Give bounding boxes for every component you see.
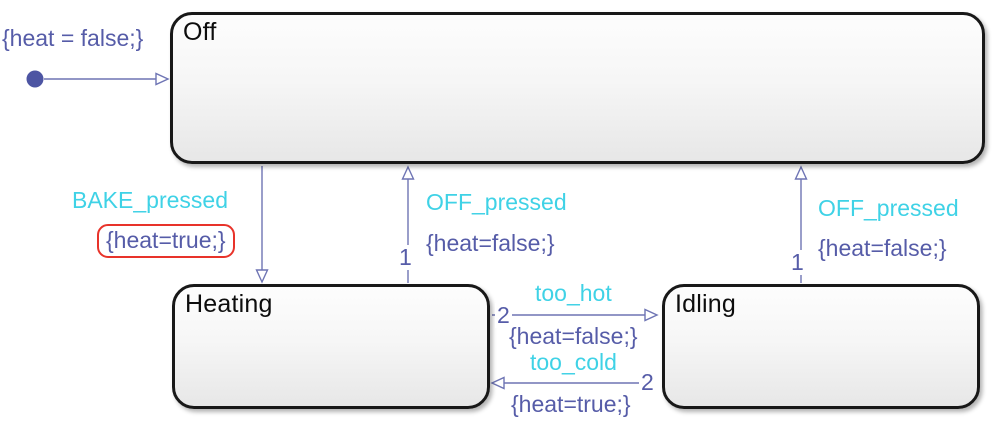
state-idling-title[interactable]: Idling (675, 290, 736, 318)
label-initial-action[interactable]: {heat = false;} (2, 25, 144, 51)
state-heating[interactable]: Heating (172, 284, 490, 409)
red-highlight-box: {heat=true;} (97, 224, 235, 258)
label-too-cold-order[interactable]: 2 (639, 369, 656, 396)
label-too-hot-action[interactable]: {heat=false;} (509, 323, 638, 349)
label-idling-to-off-event[interactable]: OFF_pressed (818, 195, 959, 221)
arrowhead-idling-to-off-icon (794, 165, 808, 180)
arrowhead-bake-icon (255, 269, 269, 284)
arrowhead-too-hot-icon (644, 308, 659, 322)
state-off[interactable]: Off (170, 12, 985, 164)
arrowhead-too-cold-icon (490, 376, 505, 390)
label-bake-action[interactable]: {heat=true;} (106, 227, 226, 253)
label-idling-to-off-action[interactable]: {heat=false;} (818, 235, 947, 261)
label-idling-to-off-order[interactable]: 1 (789, 249, 806, 276)
label-too-cold-event[interactable]: too_cold (530, 349, 617, 375)
label-too-cold-action[interactable]: {heat=true;} (511, 391, 631, 417)
state-off-title[interactable]: Off (183, 18, 217, 46)
label-heating-to-off-order[interactable]: 1 (397, 244, 414, 271)
label-heating-to-off-action[interactable]: {heat=false;} (426, 230, 555, 256)
state-idling[interactable]: Idling (662, 284, 980, 409)
label-too-hot-event[interactable]: too_hot (535, 280, 612, 306)
label-heating-to-off-event[interactable]: OFF_pressed (426, 189, 567, 215)
arrowhead-initial-icon (155, 72, 170, 86)
arrowhead-heating-to-off-icon (401, 165, 415, 180)
state-heating-title[interactable]: Heating (185, 290, 273, 318)
label-bake-event[interactable]: BAKE_pressed (72, 187, 228, 213)
initial-state-dot[interactable] (26, 70, 44, 88)
label-too-hot-order[interactable]: 2 (495, 302, 512, 329)
